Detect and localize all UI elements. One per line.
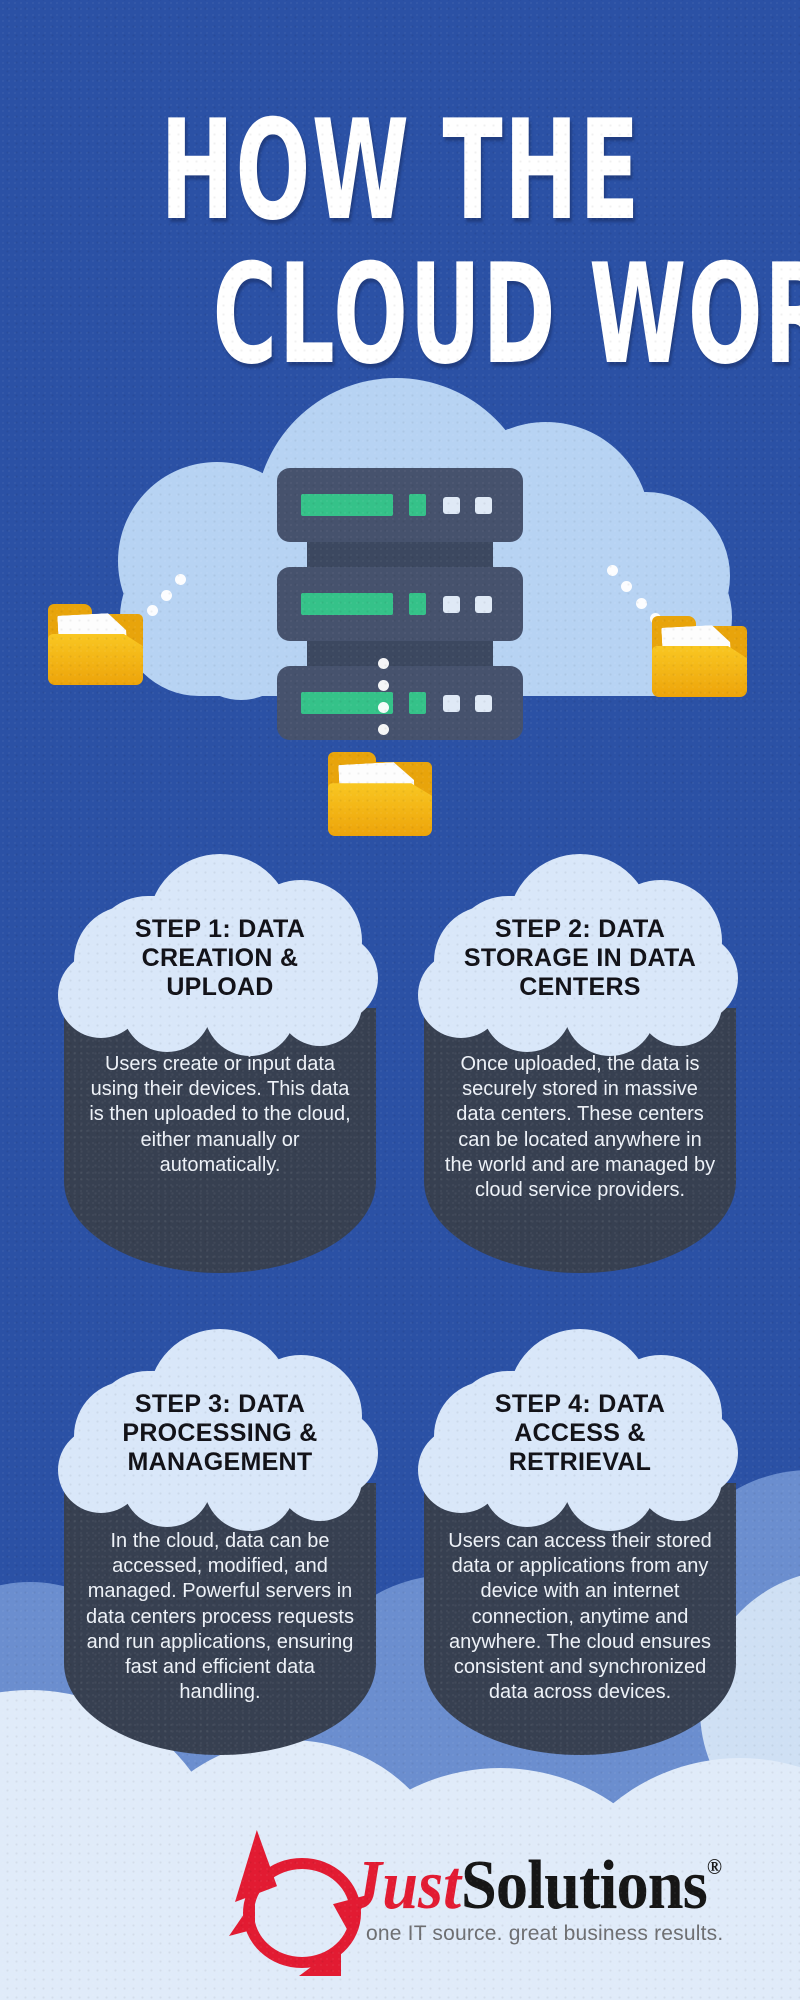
cloud-base <box>90 1371 350 1487</box>
step-2-title: STEP 2: DATA STORAGE IN DATA CENTERS <box>463 914 697 1001</box>
cloud-base <box>90 896 350 1012</box>
step-1-card-body: Users create or input data using their d… <box>64 1008 376 1273</box>
step-2-card-body: Once uploaded, the data is securely stor… <box>424 1008 736 1273</box>
step-3-title: STEP 3: DATA PROCESSING & MANAGEMENT <box>122 1389 318 1476</box>
cloud-base <box>450 896 710 1012</box>
server-light-led <box>475 497 492 514</box>
server-green-bar <box>301 593 393 615</box>
server-green-led <box>409 593 426 615</box>
title-text: HOW THE <box>159 90 641 251</box>
server-green-led <box>409 494 426 516</box>
folder-front <box>48 634 143 685</box>
dotted-connector-dot <box>175 574 186 585</box>
folder-icon <box>48 600 143 685</box>
step-4-card-body: Users can access their stored data or ap… <box>424 1483 736 1755</box>
title-text: CLOUD WORKS <box>212 234 800 395</box>
server-green-led <box>409 692 426 714</box>
server-light-led <box>443 695 460 712</box>
server-rack-icon <box>277 468 523 740</box>
dotted-connector-dot <box>636 598 647 609</box>
dotted-connector-dot <box>147 605 158 616</box>
dotted-connector-dot <box>378 724 389 735</box>
step-1-title: STEP 1: DATA CREATION & UPLOAD <box>134 914 306 1001</box>
page-title-line-1: HOW THE <box>0 102 800 240</box>
server-light-led <box>475 596 492 613</box>
server-green-bar <box>301 494 393 516</box>
dotted-connector-dot <box>378 680 389 691</box>
dotted-connector-dot <box>621 581 632 592</box>
step-4-description: Users can access their stored data or ap… <box>448 1530 712 1704</box>
page-title-line-2: CLOUD WORKS <box>0 246 800 384</box>
folder-icon <box>652 612 747 697</box>
server-light-led <box>475 695 492 712</box>
dotted-connector-dot <box>378 658 389 669</box>
step-2-description: Once uploaded, the data is securely stor… <box>444 1053 716 1201</box>
dotted-connector-dot <box>161 590 172 601</box>
step-1-description: Users create or input data using their d… <box>89 1053 351 1176</box>
step-4-cloud-header: STEP 4: DATA ACCESS & RETRIEVAL <box>418 1325 738 1531</box>
server-unit <box>277 666 523 740</box>
light-cloud-band <box>0 1902 800 2000</box>
server-green-bar <box>301 692 393 714</box>
step-3-cloud-header: STEP 3: DATA PROCESSING & MANAGEMENT <box>58 1325 378 1531</box>
step-3-card-body: In the cloud, data can be accessed, modi… <box>64 1483 376 1755</box>
server-light-led <box>443 497 460 514</box>
step-2-cloud-header: STEP 2: DATA STORAGE IN DATA CENTERS <box>418 850 738 1056</box>
folder-front <box>328 783 432 836</box>
folder-front <box>652 646 747 697</box>
server-unit <box>277 468 523 542</box>
folder-icon <box>328 748 432 836</box>
cloud-illustration <box>0 0 800 860</box>
step-4-title: STEP 4: DATA ACCESS & RETRIEVAL <box>494 1389 666 1476</box>
dotted-connector-dot <box>378 702 389 713</box>
server-unit <box>277 567 523 641</box>
server-light-led <box>443 596 460 613</box>
step-1-cloud-header: STEP 1: DATA CREATION & UPLOAD <box>58 850 378 1056</box>
step-3-description: In the cloud, data can be accessed, modi… <box>86 1530 354 1704</box>
cloud-base <box>450 1371 710 1487</box>
dotted-connector-dot <box>607 565 618 576</box>
